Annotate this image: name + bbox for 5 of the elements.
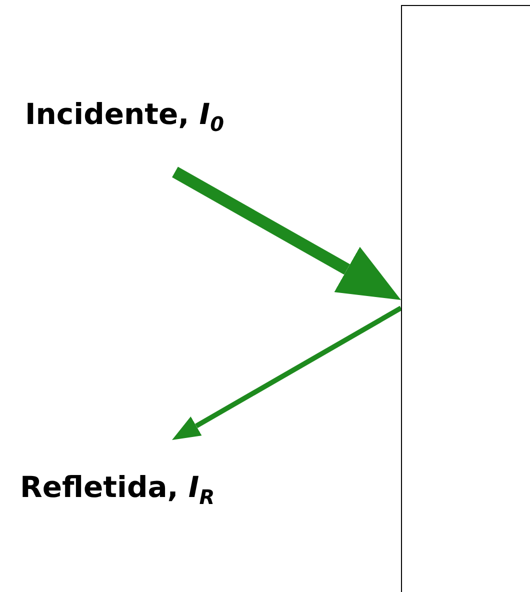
beam-label: Refletida, I$_{R}$ (20, 470, 215, 509)
surface-rectangle (401, 5, 530, 592)
arrow (172, 306, 402, 440)
beam-label: Incidente, I$_{0}$ (25, 97, 224, 136)
arrow (172, 166, 401, 300)
